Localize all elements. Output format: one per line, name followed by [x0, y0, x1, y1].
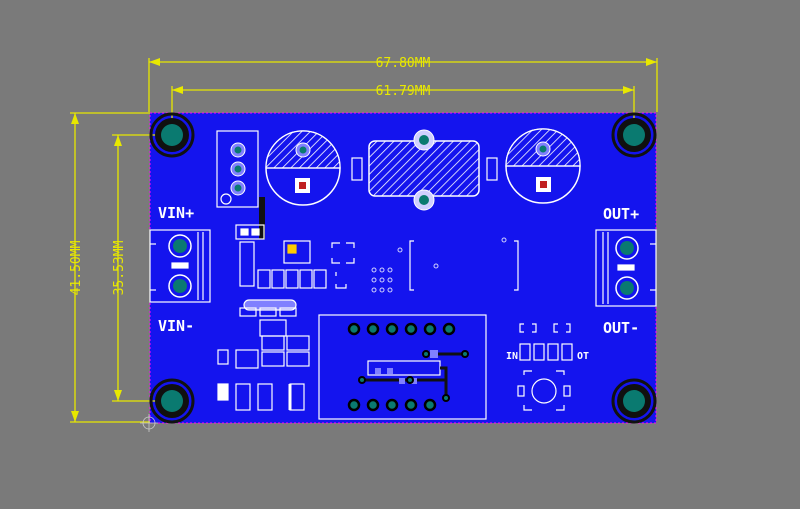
smd-components-lower-left	[217, 335, 310, 411]
dimension-arrows	[71, 58, 657, 422]
label-out-minus: OUT-	[603, 319, 639, 337]
mounting-hole-top-right	[611, 112, 657, 158]
header-row-bottom	[347, 398, 437, 412]
dim-outer-height: 41.50MM	[69, 240, 84, 295]
label-in: IN	[506, 351, 518, 362]
push-button	[517, 370, 571, 411]
mounting-holes	[149, 112, 657, 424]
label-out-plus: OUT+	[603, 205, 639, 223]
input-terminal-block	[149, 229, 211, 303]
dimension-lines	[70, 58, 658, 423]
ic-pads	[375, 350, 438, 384]
header-row-top	[347, 322, 456, 336]
mounting-hole-bottom-right	[611, 378, 657, 424]
capacitor-left	[265, 130, 341, 206]
label-vin-minus: VIN-	[158, 317, 194, 335]
mounting-hole-top-left	[149, 112, 195, 158]
origin-marker	[140, 414, 158, 432]
output-terminal-pads	[615, 236, 639, 300]
ic-vias	[358, 350, 469, 402]
trimmer-header	[216, 130, 265, 239]
via-grid	[371, 237, 507, 293]
inductor	[351, 129, 498, 211]
display-module	[318, 314, 487, 420]
label-vin-plus: VIN+	[158, 204, 194, 222]
led-indicators	[519, 323, 573, 361]
label-ot: OT	[577, 351, 589, 362]
dim-outer-width: 67.80MM	[376, 56, 431, 71]
dim-hole-span-width: 61.79MM	[376, 84, 431, 99]
smd-components-center	[235, 224, 355, 337]
output-terminal-block	[595, 229, 657, 307]
mounting-hole-bottom-left	[149, 378, 195, 424]
input-terminal-pads	[168, 234, 192, 298]
capacitor-right	[505, 128, 581, 204]
bracket-outlines	[409, 240, 519, 291]
dim-hole-span-height: 35.53MM	[112, 240, 127, 295]
